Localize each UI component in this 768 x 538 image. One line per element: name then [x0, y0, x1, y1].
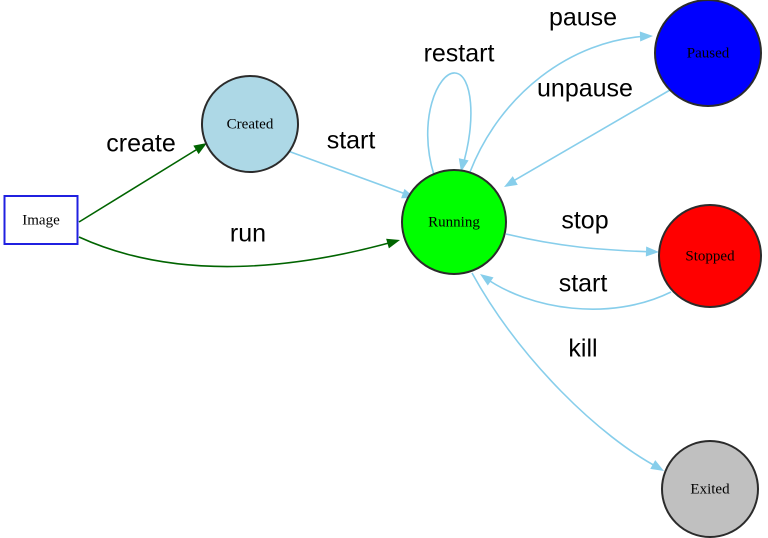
edge-start-stopped [480, 274, 672, 310]
arrowhead-run [386, 238, 400, 249]
node-stopped[interactable]: Stopped [658, 204, 762, 308]
node-paused[interactable]: Paused [654, 0, 762, 107]
edge-line-restart [426, 72, 472, 176]
edge-pause [469, 31, 653, 173]
node-shape-exited[interactable] [661, 440, 759, 538]
edge-label-stop: stop [561, 207, 608, 235]
edge-label-unpause: unpause [537, 75, 633, 103]
edge-line-kill [471, 272, 660, 469]
node-image[interactable]: Image [3, 195, 79, 245]
node-shape-stopped[interactable] [658, 204, 762, 308]
edge-label-restart: restart [424, 40, 495, 68]
edge-kill [471, 272, 664, 471]
edge-line-stop [505, 233, 655, 253]
arrowhead-restart [458, 158, 469, 172]
node-exited[interactable]: Exited [661, 440, 759, 538]
edge-create [78, 143, 207, 223]
edge-line-run [78, 236, 397, 268]
node-running[interactable]: Running [401, 169, 507, 275]
arrowhead-pause [639, 31, 653, 42]
arrowhead-start-stopped [480, 274, 494, 286]
edge-line-unpause [507, 89, 671, 185]
edge-label-start-stopped: start [559, 270, 608, 298]
edge-label-create: create [106, 130, 175, 158]
edge-run [78, 236, 400, 268]
node-shape-image[interactable] [3, 195, 79, 245]
edge-unpause [504, 89, 671, 187]
edge-line-pause [469, 35, 649, 173]
edge-line-create [78, 144, 205, 223]
node-shape-created[interactable] [201, 75, 299, 173]
arrowhead-stop [645, 246, 659, 257]
edge-restart [426, 72, 472, 176]
arrowhead-kill [650, 460, 664, 471]
edges-layer [78, 31, 672, 471]
node-created[interactable]: Created [201, 75, 299, 173]
edge-start-created [287, 150, 415, 199]
edge-stop [505, 233, 659, 257]
arrowhead-create [193, 143, 207, 155]
edge-label-start-created: start [327, 127, 376, 155]
edge-label-kill: kill [568, 335, 597, 363]
edge-labels-layer: create run start restart pause unpause stop sta… [106, 4, 633, 363]
edge-line-start-created [287, 150, 412, 197]
node-shape-paused[interactable] [654, 0, 762, 107]
arrowhead-unpause [504, 176, 518, 187]
edge-label-pause: pause [549, 4, 617, 32]
edge-label-run: run [230, 220, 266, 248]
edge-line-start-stopped [483, 276, 672, 310]
node-shape-running[interactable] [401, 169, 507, 275]
